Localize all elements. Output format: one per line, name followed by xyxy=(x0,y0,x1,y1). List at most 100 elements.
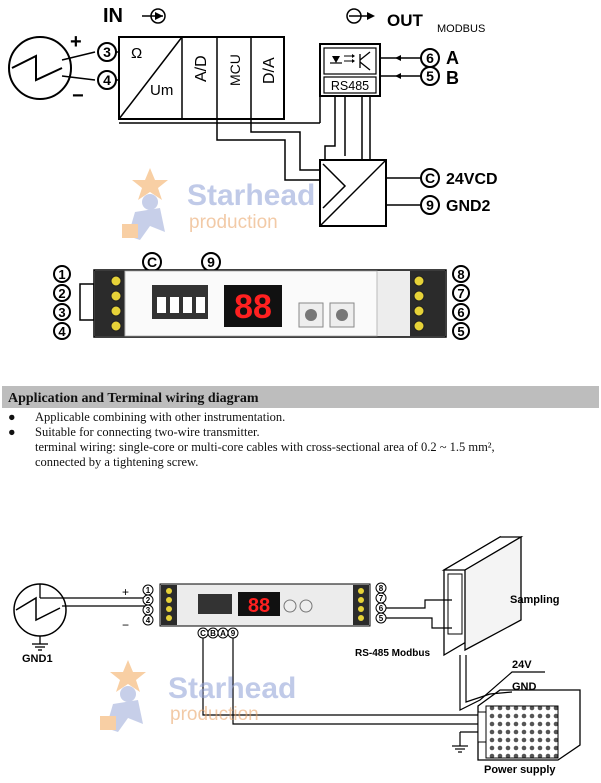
starhead-logo-bottom-icon xyxy=(100,660,146,732)
section-header: Application and Terminal wiring diagram xyxy=(2,386,599,408)
in-label: IN xyxy=(103,5,123,27)
terminal-9 xyxy=(420,195,440,215)
svg-text:4: 4 xyxy=(103,72,111,88)
svg-text:6: 6 xyxy=(457,305,464,320)
power-converter-block xyxy=(319,159,387,227)
power-24v-label: 24V xyxy=(512,659,532,671)
internal-wiring xyxy=(216,96,371,181)
svg-text:7: 7 xyxy=(379,594,384,603)
svg-text:C: C xyxy=(425,170,435,186)
svg-text:6: 6 xyxy=(379,604,384,613)
power-gnd-label: GND xyxy=(512,681,537,693)
right-screw-terminals xyxy=(413,275,425,332)
watermark-production: production xyxy=(189,212,278,233)
power-supply-label: Power supply xyxy=(484,764,556,776)
bottom-right-terminal-labels: 8 7 6 5 xyxy=(375,582,387,624)
device-terminal-9: 9 xyxy=(207,254,215,270)
watermark-top: Starhead production xyxy=(122,168,315,240)
svg-text:8: 8 xyxy=(379,584,384,593)
svg-text:3: 3 xyxy=(58,305,65,320)
rtd-symbol-icon xyxy=(11,54,63,82)
svg-text:B: B xyxy=(210,629,216,638)
bottom-wiring-diagram: GND1 + − 1 2 3 4 88 xyxy=(13,535,581,776)
power-24vcd-label: 24VCD xyxy=(446,171,498,188)
plus-sign: + xyxy=(70,31,82,53)
power-connector-block xyxy=(152,285,208,319)
device-button-1 xyxy=(298,302,324,328)
svg-text:9: 9 xyxy=(231,629,236,638)
led-display xyxy=(224,285,282,327)
modbus-label: MODBUS xyxy=(437,23,485,35)
power-gnd2-label: GND2 xyxy=(446,198,491,215)
svg-text:1: 1 xyxy=(146,586,151,595)
starhead-logo-icon xyxy=(122,168,168,240)
svg-text:6: 6 xyxy=(426,50,434,66)
wiring-note-line2: connected by a tightening screw. xyxy=(35,455,199,469)
ad-label: A/D xyxy=(193,55,210,82)
bottom-led-display xyxy=(238,592,280,616)
out-label: OUT xyxy=(387,11,424,30)
sampling-device xyxy=(441,535,524,657)
bottom-under-terminal-labels: C B A 9 xyxy=(197,627,239,639)
svg-text:C: C xyxy=(200,629,206,638)
ohm-label: Ω xyxy=(131,45,142,62)
terminal-a-label: A xyxy=(446,48,459,68)
bottom-wiring xyxy=(202,638,545,753)
svg-text:7: 7 xyxy=(457,286,464,301)
um-label: Um xyxy=(150,82,173,99)
sensor-circle-icon xyxy=(8,36,72,100)
svg-text:A: A xyxy=(220,629,226,638)
left-screw-terminals xyxy=(110,275,122,332)
wiring-note-line1: terminal wiring: single-core or multi-co… xyxy=(35,440,495,454)
in-arrow-icon xyxy=(142,8,166,24)
svg-text:2: 2 xyxy=(146,596,151,605)
rs485-modbus-label: RS-485 Modbus xyxy=(355,648,430,659)
svg-text:4: 4 xyxy=(146,616,151,625)
minus-sign-bottom: − xyxy=(122,618,129,632)
converter-block: Ω Um A/D MCU D/A xyxy=(118,36,285,120)
svg-text:5: 5 xyxy=(426,68,434,84)
watermark-starhead: Starhead xyxy=(187,179,315,212)
list-item: ● Suitable for connecting two-wire trans… xyxy=(8,425,260,439)
svg-text:5: 5 xyxy=(379,614,384,623)
bottom-led-digits: 88 xyxy=(248,595,270,617)
svg-text:8: 8 xyxy=(457,267,464,282)
out-arrow-icon xyxy=(346,8,375,24)
device-left-labels: 1 2 3 4 xyxy=(53,265,71,340)
bullet-icon: ● xyxy=(8,425,16,439)
application-notes: ● Applicable combining with other instru… xyxy=(8,410,598,470)
watermark-bottom-starhead: Starhead xyxy=(168,672,296,705)
device-right-labels: 8 7 6 5 xyxy=(452,265,470,340)
bottom-left-terminal-labels: 1 2 3 4 xyxy=(142,584,154,626)
led-display-digits: 88 xyxy=(234,288,272,326)
svg-text:5: 5 xyxy=(457,324,464,339)
minus-sign: − xyxy=(72,85,84,107)
terminal-c xyxy=(420,168,440,188)
rtd-symbol-bottom-icon xyxy=(15,596,61,622)
svg-text:4: 4 xyxy=(58,324,66,339)
bottom-power-connector xyxy=(198,594,232,614)
svg-text:9: 9 xyxy=(426,197,434,213)
rs485-label: RS485 xyxy=(331,79,369,93)
terminal-b-label: B xyxy=(446,68,459,88)
device-front-view: C 9 1 2 3 4 8 7 6 5 xyxy=(53,252,470,340)
watermark-bottom: Starhead production xyxy=(100,660,296,732)
terminal-5 xyxy=(420,66,440,86)
power-supply-device xyxy=(477,689,581,761)
mcu-label: MCU xyxy=(227,54,243,86)
list-item: ● Applicable combining with other instru… xyxy=(8,410,286,424)
watermark-bottom-production: production xyxy=(170,704,259,725)
device-terminal-c: C xyxy=(147,254,157,270)
plus-sign-bottom: + xyxy=(122,585,129,599)
svg-text:3: 3 xyxy=(146,606,151,615)
gnd1-label: GND1 xyxy=(22,653,53,665)
rs485-block: RS485 xyxy=(319,43,381,97)
svg-text:2: 2 xyxy=(58,286,65,301)
top-block-diagram: IN OUT MODBUS + − 3 4 xyxy=(8,5,498,227)
da-label: D/A xyxy=(261,57,278,84)
sampling-label: Sampling xyxy=(510,594,560,606)
svg-text:3: 3 xyxy=(103,44,111,60)
bullet-icon: ● xyxy=(8,410,16,424)
svg-text:1: 1 xyxy=(58,267,65,282)
